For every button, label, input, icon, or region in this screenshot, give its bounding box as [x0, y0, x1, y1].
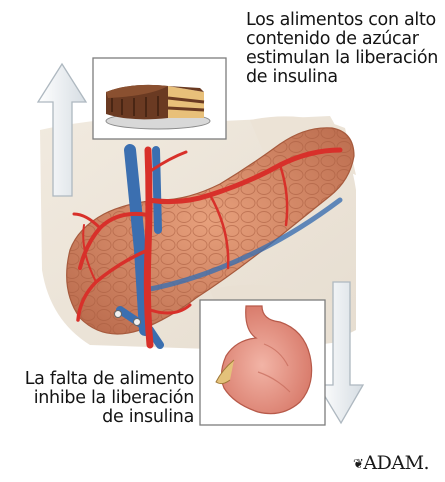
- stomach-inset: [200, 300, 325, 425]
- caption-line: de insulina: [246, 68, 438, 87]
- logo-text: ADAM.: [363, 452, 429, 474]
- cake-icon: [106, 85, 210, 129]
- caption-line: de insulina: [14, 408, 194, 427]
- leaf-icon: ❦: [353, 457, 363, 472]
- cake-inset: [93, 58, 226, 139]
- caption-line: La falta de alimento: [14, 370, 194, 389]
- caption-sugar-stimulates: Los alimentos con alto contenido de azúc…: [246, 11, 438, 87]
- caption-line: estimulan la liberación: [246, 49, 438, 68]
- adam-logo: ❦ADAM.: [353, 452, 443, 474]
- caption-fasting-inhibits: La falta de alimento inhibe la liberació…: [14, 370, 194, 427]
- caption-line: contenido de azúcar: [246, 30, 438, 49]
- caption-line: inhibe la liberación: [14, 389, 194, 408]
- caption-line: Los alimentos con alto: [246, 11, 438, 30]
